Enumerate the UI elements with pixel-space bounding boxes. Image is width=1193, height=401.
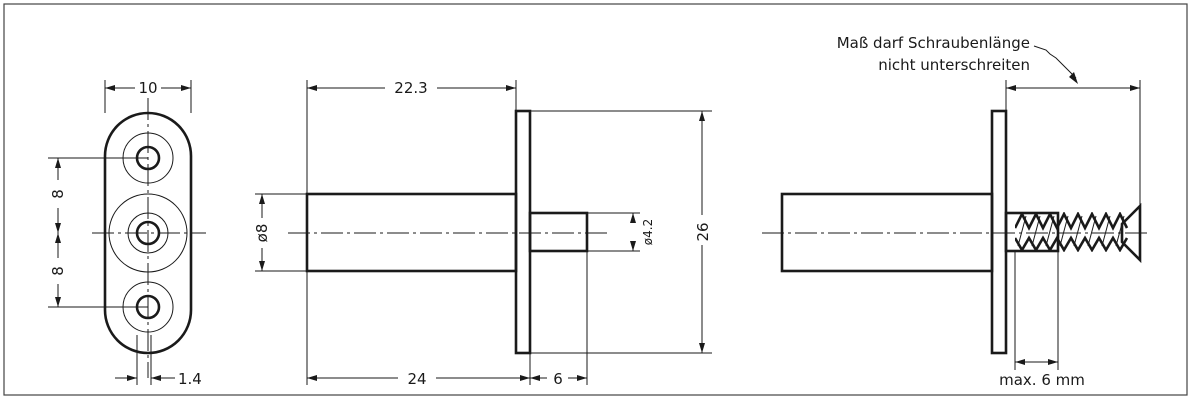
arrow-head xyxy=(520,375,530,381)
arrow-head xyxy=(55,223,61,233)
arrow-head xyxy=(1015,359,1025,365)
note-line-2: nicht unterschreiten xyxy=(878,56,1030,74)
bore-outline xyxy=(528,211,589,253)
note-line-1: Maß darf Schraubenlänge xyxy=(837,34,1030,52)
arrow-head xyxy=(307,85,317,91)
arrow-head xyxy=(127,375,137,381)
dim-pin-diameter: ø8 xyxy=(253,224,271,243)
flange-body-assembly xyxy=(990,109,1008,355)
arrow-head xyxy=(577,375,587,381)
screw-thread xyxy=(1015,212,1129,252)
dim-offset-1-4: 1.4 xyxy=(178,370,202,388)
side-view-bore: 22.3 ø8 ø4.2 26 24 xyxy=(253,79,712,388)
dim-screw-min: max. 6 mm xyxy=(999,371,1085,389)
arrow-head xyxy=(55,158,61,168)
screw xyxy=(1004,202,1142,264)
arrow-head xyxy=(105,85,115,91)
arrow-head xyxy=(630,241,636,251)
arrow-head xyxy=(259,261,265,271)
arrow-head xyxy=(699,111,705,121)
arrow-head xyxy=(1006,85,1016,91)
dim-bore-depth-6: 6 xyxy=(553,370,563,388)
arrow-head xyxy=(630,213,636,223)
arrow-head xyxy=(1069,72,1078,84)
arrow-head xyxy=(55,233,61,243)
arrow-head xyxy=(1048,359,1058,365)
dim-flange-height: 26 xyxy=(694,222,712,241)
arrow-head xyxy=(307,375,317,381)
arrow-head xyxy=(151,375,161,381)
screw-head xyxy=(1120,202,1142,264)
note-leader xyxy=(1033,45,1077,79)
arrow-head xyxy=(699,343,705,353)
bore-outline-assembly xyxy=(1004,211,1060,253)
assembly-view: Maß darf Schraubenlänge nicht unterschre… xyxy=(762,34,1150,389)
dim-spacing-bottom: 8 xyxy=(49,266,67,276)
arrow-head xyxy=(506,85,516,91)
front-view: 10 8 8 1.4 xyxy=(48,79,206,388)
arrow-head xyxy=(55,297,61,307)
arrow-head xyxy=(259,194,265,204)
dim-length-22-3: 22.3 xyxy=(394,79,427,97)
arrow-head xyxy=(181,85,191,91)
dim-spacing-top: 8 xyxy=(49,189,67,199)
dim-total-length-24: 24 xyxy=(407,370,426,388)
flange-body xyxy=(514,109,532,355)
arrow-head xyxy=(1130,85,1140,91)
dim-bore-diameter: ø4.2 xyxy=(641,219,655,245)
arrow-head xyxy=(530,375,540,381)
dim-width-10: 10 xyxy=(138,79,157,97)
drawing-frame xyxy=(3,3,1188,396)
